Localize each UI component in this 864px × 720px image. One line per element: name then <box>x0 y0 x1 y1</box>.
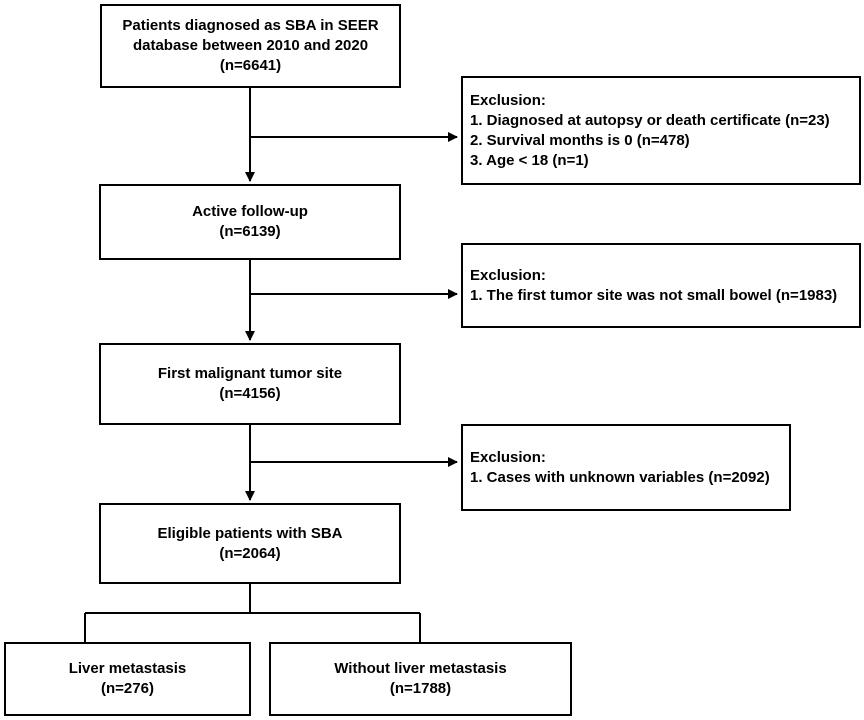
box-line: Active follow-up <box>192 203 308 220</box>
box-line: database between 2010 and 2020 <box>132 37 369 54</box>
box-line: (n=6139) <box>219 223 281 240</box>
box-line: Liver metastasis <box>68 660 187 677</box>
box-line: (n=2064) <box>219 544 281 562</box>
exclusion-line: 2. Survival months is 0 (n=478) <box>470 131 690 149</box>
exclusion-line: 3. Age < 18 (n=1) <box>470 151 589 169</box>
box-active-followup: Active follow-up (n=6139) <box>99 184 401 260</box>
box-line: Eligible patients with SBA <box>157 524 343 542</box>
exclusion-box-2: Exclusion: 1. The first tumor site was n… <box>461 243 861 328</box>
box-without-liver-metastasis: Without liver metastasis (n=1788) <box>269 642 572 716</box>
box-eligible-patients: Eligible patients with SBA (n=2064) <box>99 503 401 584</box>
box-liver-metastasis: Liver metastasis (n=276) <box>4 642 251 716</box>
box-initial-cohort: Patients diagnosed as SBA in SEER databa… <box>100 4 401 88</box>
box-line: Without liver metastasis <box>334 660 507 677</box>
box-line: (n=276) <box>101 680 154 697</box>
exclusion-line: 1. Diagnosed at autopsy or death certifi… <box>470 111 830 129</box>
exclusion-box-1: Exclusion: 1. Diagnosed at autopsy or de… <box>461 76 861 185</box>
exclusion-line: Exclusion: <box>470 91 546 109</box>
exclusion-line: Exclusion: <box>470 448 546 466</box>
box-line: Patients diagnosed as SBA in SEER <box>122 17 379 34</box>
box-line: (n=6641) <box>219 57 282 74</box>
exclusion-box-3: Exclusion: 1. Cases with unknown variabl… <box>461 424 791 511</box>
exclusion-line: 1. Cases with unknown variables (n=2092) <box>470 468 770 486</box>
exclusion-line: 1. The first tumor site was not small bo… <box>470 286 838 304</box>
exclusion-line: Exclusion: <box>470 266 546 284</box>
box-line: (n=1788) <box>389 680 452 697</box>
box-line: First malignant tumor site <box>157 365 343 382</box>
box-line: (n=4156) <box>219 385 281 402</box>
box-first-tumor-site: First malignant tumor site (n=4156) <box>99 343 401 425</box>
